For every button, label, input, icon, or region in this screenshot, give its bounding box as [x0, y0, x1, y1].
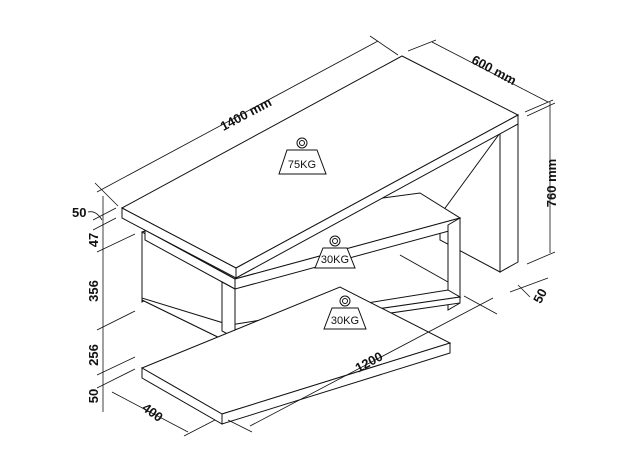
- lower-load-label: 30KG: [331, 315, 359, 327]
- lower-height-label: 256: [86, 344, 101, 366]
- base-plate: [140, 286, 452, 425]
- dim-side-thickness: 50: [509, 277, 550, 306]
- weight-icon-lower: 30KG: [323, 295, 367, 330]
- height-label: 760 mm: [544, 159, 559, 207]
- dim-height: 760 mm: [526, 102, 559, 265]
- middle-height-label: 356: [86, 280, 101, 302]
- top-length-label: 1400 mm: [218, 94, 274, 133]
- gap-top-label: 47: [86, 233, 101, 247]
- side-thickness-label: 50: [530, 286, 550, 306]
- base-depth-label: 400: [139, 400, 165, 425]
- depth-label: 600 mm: [469, 52, 519, 88]
- middle-load-label: 30KG: [321, 254, 349, 266]
- top-thickness-label: 50: [72, 205, 86, 220]
- dim-left-chain: 50 47 356 256 50: [72, 196, 136, 412]
- weight-icon-middle: 30KG: [314, 235, 356, 269]
- weight-icon-top: 75KG: [278, 137, 327, 175]
- base-thickness-label: 50: [86, 389, 101, 403]
- top-load-label: 75KG: [288, 159, 316, 171]
